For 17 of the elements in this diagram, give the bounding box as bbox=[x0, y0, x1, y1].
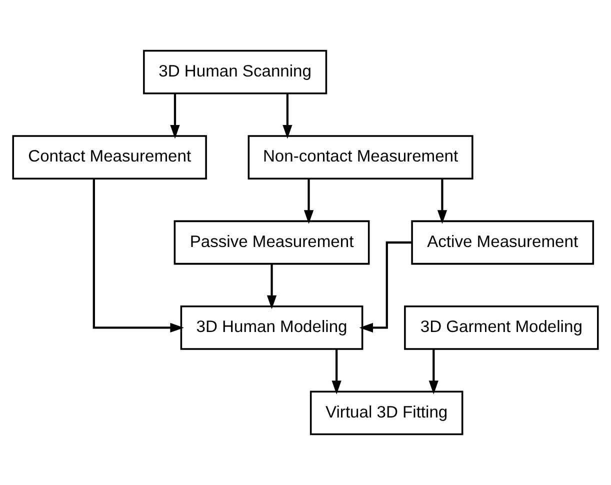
node-box: 3D Human Modeling bbox=[180, 306, 364, 350]
node-box: Virtual 3D Fitting bbox=[310, 390, 464, 436]
node-box: Active Measurement bbox=[411, 220, 594, 265]
arrow bbox=[428, 349, 438, 394]
arrow bbox=[304, 178, 314, 224]
node-box: 3D Human Scanning bbox=[143, 50, 328, 94]
arrow bbox=[359, 241, 412, 333]
arrow bbox=[92, 178, 184, 333]
arrow bbox=[170, 94, 180, 139]
arrow bbox=[266, 264, 277, 310]
node-box: Contact Measurement bbox=[12, 135, 207, 180]
node-box: 3D Garment Modeling bbox=[404, 306, 599, 350]
node-box: Passive Measurement bbox=[174, 220, 370, 265]
arrow bbox=[437, 178, 448, 224]
arrow bbox=[332, 349, 342, 394]
node-box: Non-contact Measurement bbox=[248, 135, 474, 180]
arrow bbox=[282, 94, 292, 139]
